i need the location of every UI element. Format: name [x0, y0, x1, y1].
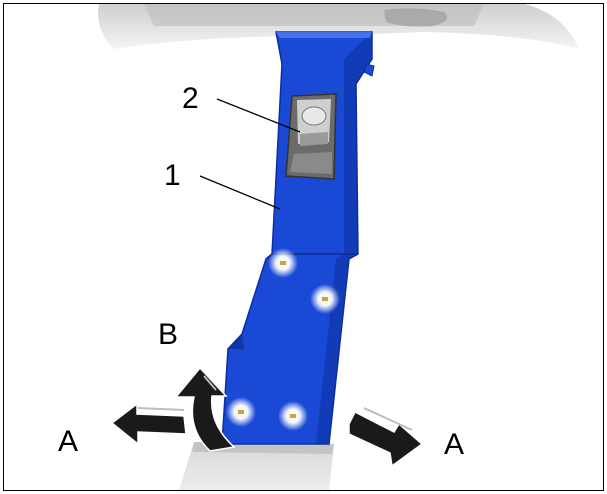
retaining-clip-icon — [226, 397, 256, 427]
direction-label-b: B — [158, 318, 179, 351]
lower-trim — [179, 442, 334, 490]
roof-lining — [98, 4, 579, 49]
direction-label-a-left: A — [58, 425, 79, 458]
retaining-clip-icon — [310, 284, 340, 314]
retaining-clip-icon — [268, 248, 298, 278]
retaining-clips — [226, 248, 340, 431]
callout-label-2: 2 — [182, 82, 199, 115]
pillar-trim-panel — [221, 31, 375, 445]
callout-label-1: 1 — [164, 159, 181, 192]
direction-label-a-right: A — [444, 428, 465, 461]
curved-arrow-icon — [174, 366, 236, 452]
pillar-trim-illustration — [98, 4, 579, 490]
leader-line-1 — [199, 175, 281, 210]
arrow-icon — [110, 402, 187, 446]
retaining-clip-icon — [278, 401, 308, 431]
arrow-icon — [348, 407, 424, 468]
diagram-frame: 2 1 B A A — [3, 3, 604, 491]
belt-adjuster-opening — [285, 93, 337, 180]
leader-line-2 — [216, 98, 301, 133]
